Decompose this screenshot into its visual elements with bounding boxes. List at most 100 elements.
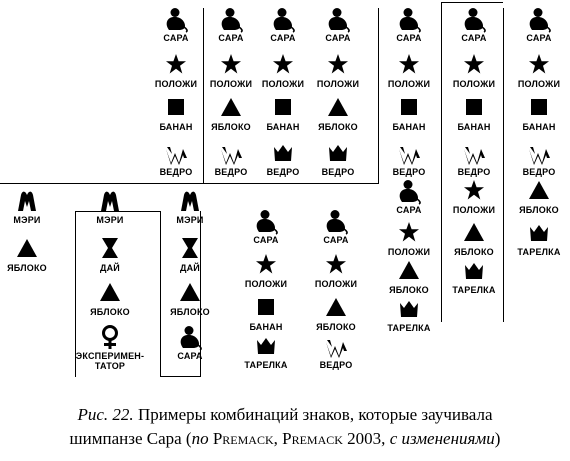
- plate-icon: [530, 225, 548, 241]
- box-edge: [503, 178, 504, 322]
- bucket-icon: [166, 147, 187, 165]
- give-icon: [102, 238, 118, 258]
- symbol-cell: БАНАН: [448, 97, 500, 141]
- mary-icon: [101, 191, 119, 211]
- symbol-label: ВЕДРО: [214, 167, 248, 177]
- triangle-icon: [326, 298, 346, 316]
- sara-icon: [166, 8, 188, 33]
- star-icon: [464, 54, 484, 74]
- symbol-cell: ЯБЛОКО: [383, 260, 435, 304]
- symbol-label: ЭКСПЕРИМЕН- ТАТОР: [75, 351, 145, 371]
- symbol-label: САРА: [163, 33, 189, 43]
- box-edge: [441, 2, 442, 322]
- star-icon: [399, 222, 419, 242]
- symbol-cell: ПОЛОЖИ: [150, 54, 202, 98]
- sara-icon: [464, 8, 486, 33]
- divider: [503, 8, 504, 178]
- symbol-label: САРА: [396, 205, 422, 215]
- symbol-label: ПОЛОЖИ: [244, 279, 288, 289]
- symbol-cell: МЭРИ: [84, 190, 136, 234]
- box-edge: [200, 211, 201, 377]
- symbol-cell: САРА: [150, 8, 202, 52]
- symbol-label: ЯБЛОКО: [389, 285, 429, 295]
- symbol-cell: ВЕДРО: [312, 142, 364, 186]
- square-icon: [466, 99, 482, 115]
- square-icon: [275, 99, 291, 115]
- symbol-cell: МЭРИ: [1, 190, 53, 234]
- symbol-cell: ЯБЛОКО: [513, 180, 565, 224]
- caption-text: Примеры комбинаций знаков, которые заучи…: [133, 405, 493, 424]
- caption-changes: с изменениями: [389, 429, 495, 448]
- symbol-cell: БАНАН: [240, 297, 292, 341]
- symbol-cell: МЭРИ: [164, 190, 216, 234]
- symbol-cell: БАНАН: [383, 97, 435, 141]
- symbol-cell: ПОЛОЖИ: [312, 54, 364, 98]
- star-icon: [464, 180, 484, 200]
- symbol-label: ТАРЕЛКА: [517, 247, 561, 257]
- symbol-label: ВЕДРО: [266, 167, 300, 177]
- symbol-label: ЯБЛОКО: [90, 307, 130, 317]
- symbol-label: МЭРИ: [13, 215, 41, 225]
- mary-icon: [18, 191, 36, 211]
- symbol-label: ЯБЛОКО: [211, 122, 251, 132]
- symbol-cell: ПОЛОЖИ: [240, 254, 292, 298]
- symbol-label: ДАЙ: [100, 263, 120, 273]
- symbol-cell: ЯБЛОКО: [205, 97, 257, 141]
- symbol-label: ПОЛОЖИ: [154, 79, 198, 89]
- symbol-label: САРА: [177, 351, 203, 361]
- bucket-icon: [326, 340, 347, 358]
- sara-icon: [399, 8, 421, 33]
- triangle-icon: [180, 283, 200, 301]
- star-icon: [166, 54, 186, 74]
- symbol-label: САРА: [526, 33, 552, 43]
- symbol-label: САРА: [461, 33, 487, 43]
- figure-number: Рис. 22.: [77, 405, 134, 424]
- square-icon: [168, 99, 184, 115]
- symbol-label: ВЕДРО: [392, 167, 426, 177]
- plate-icon: [465, 263, 483, 279]
- symbol-cell: ВЕДРО: [205, 142, 257, 186]
- symbol-cell: САРА: [310, 210, 362, 254]
- symbol-label: БАНАН: [266, 122, 300, 132]
- caption-text: шимпанзе Сара (: [69, 429, 192, 448]
- box-edge: [160, 376, 200, 377]
- symbol-label: МЭРИ: [176, 215, 204, 225]
- triangle-icon: [328, 98, 348, 116]
- symbol-cell: ПОЛОЖИ: [383, 54, 435, 98]
- divider: [203, 8, 204, 183]
- sara-icon: [256, 210, 278, 235]
- triangle-icon: [100, 283, 120, 301]
- symbol-cell: ВЕДРО: [448, 142, 500, 186]
- symbol-cell: САРА: [257, 8, 309, 52]
- symbol-label: ПОЛОЖИ: [209, 79, 253, 89]
- symbol-cell: САРА: [383, 180, 435, 224]
- symbol-cell: ПОЛОЖИ: [448, 180, 500, 224]
- symbol-label: ПОЛОЖИ: [452, 79, 496, 89]
- plate-icon: [400, 301, 418, 317]
- sara-icon: [328, 8, 350, 33]
- symbol-cell: ТАРЕЛКА: [383, 298, 435, 342]
- divider: [0, 183, 379, 184]
- symbol-cell: ПОЛОЖИ: [310, 254, 362, 298]
- star-icon: [326, 254, 346, 274]
- figure-caption-line2: шимпанзе Сара (по Premack, Premack 2003,…: [0, 428, 570, 450]
- symbol-cell: ЯБЛОКО: [448, 222, 500, 266]
- figure-caption: Рис. 22. Примеры комбинаций знаков, кото…: [0, 404, 570, 426]
- divider: [378, 8, 379, 183]
- star-icon: [221, 54, 241, 74]
- symbol-cell: САРА: [448, 8, 500, 52]
- triangle-icon: [17, 239, 37, 257]
- bucket-icon: [464, 147, 485, 165]
- symbol-label: ЯБЛОКО: [316, 322, 356, 332]
- symbol-cell: САРА: [513, 8, 565, 52]
- square-icon: [258, 299, 274, 315]
- sara-icon: [399, 180, 421, 205]
- symbol-cell: ПОЛОЖИ: [513, 54, 565, 98]
- symbol-label: ВЕДРО: [321, 167, 355, 177]
- symbol-label: ТАРЕЛКА: [452, 285, 496, 295]
- symbol-label: ВЕДРО: [457, 167, 491, 177]
- star-icon: [256, 254, 276, 274]
- star-icon: [529, 54, 549, 74]
- symbol-cell: ДАЙ: [84, 238, 136, 282]
- box-edge: [75, 211, 161, 212]
